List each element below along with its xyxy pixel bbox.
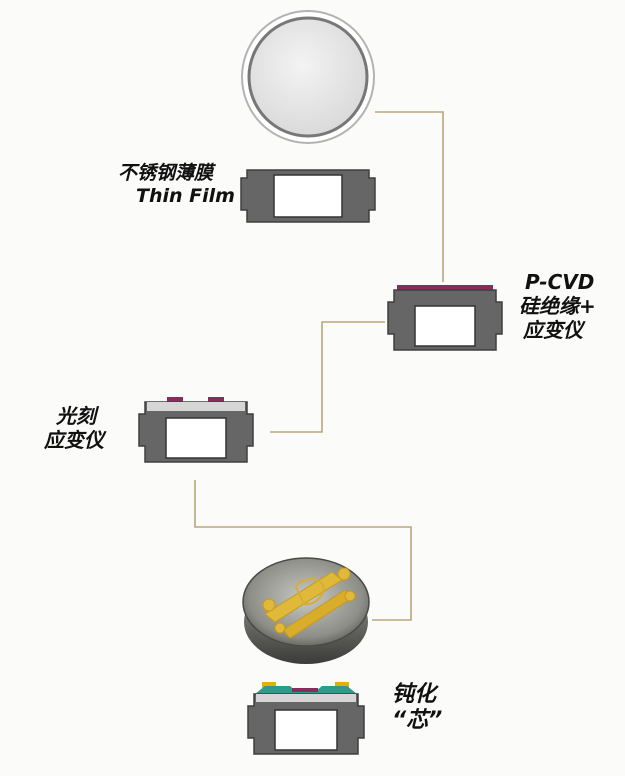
label-thin-film-en: Thin Film — [136, 184, 235, 207]
label-photolithography-line2: 应变仪 — [44, 428, 104, 452]
label-photolithography: 光刻 应变仪 — [44, 404, 104, 452]
connector-pcvd-to-photolithography — [270, 321, 385, 433]
label-passivation-line2: “芯” — [392, 708, 443, 734]
label-thin-film-cn: 不锈钢薄膜 — [118, 162, 214, 184]
label-passivation: 钝化 “芯” — [392, 682, 442, 735]
strain-gauge-pad — [167, 397, 183, 402]
pcvd-housing — [387, 285, 503, 351]
connector-disc-to-pcvd — [375, 111, 444, 282]
stainless-steel-disc — [241, 10, 375, 144]
photolithography-housing — [138, 397, 254, 463]
passivation-layer — [255, 682, 357, 694]
label-pcvd-line3: 应变仪 — [523, 318, 583, 342]
passivated-housing — [247, 682, 365, 755]
label-pcvd-line2: 硅绝缘+ — [519, 294, 596, 318]
label-thin-film: 不锈钢薄膜 Thin Film — [118, 162, 235, 208]
strain-gauge-pad — [208, 397, 224, 402]
sensor-chip-disc — [242, 557, 370, 664]
strain-gauge-pattern — [262, 567, 356, 639]
thin-film-housing — [240, 169, 376, 223]
insulation-film — [397, 285, 493, 290]
label-passivation-line1: 钝化 — [392, 682, 437, 707]
connector-photolithography-to-chip — [194, 480, 412, 621]
label-pcvd: P-CVD 硅绝缘+ 应变仪 — [519, 270, 596, 342]
connector-lines — [194, 111, 444, 621]
label-photolithography-line1: 光刻 — [56, 404, 96, 428]
label-pcvd-line1: P-CVD — [525, 270, 595, 294]
